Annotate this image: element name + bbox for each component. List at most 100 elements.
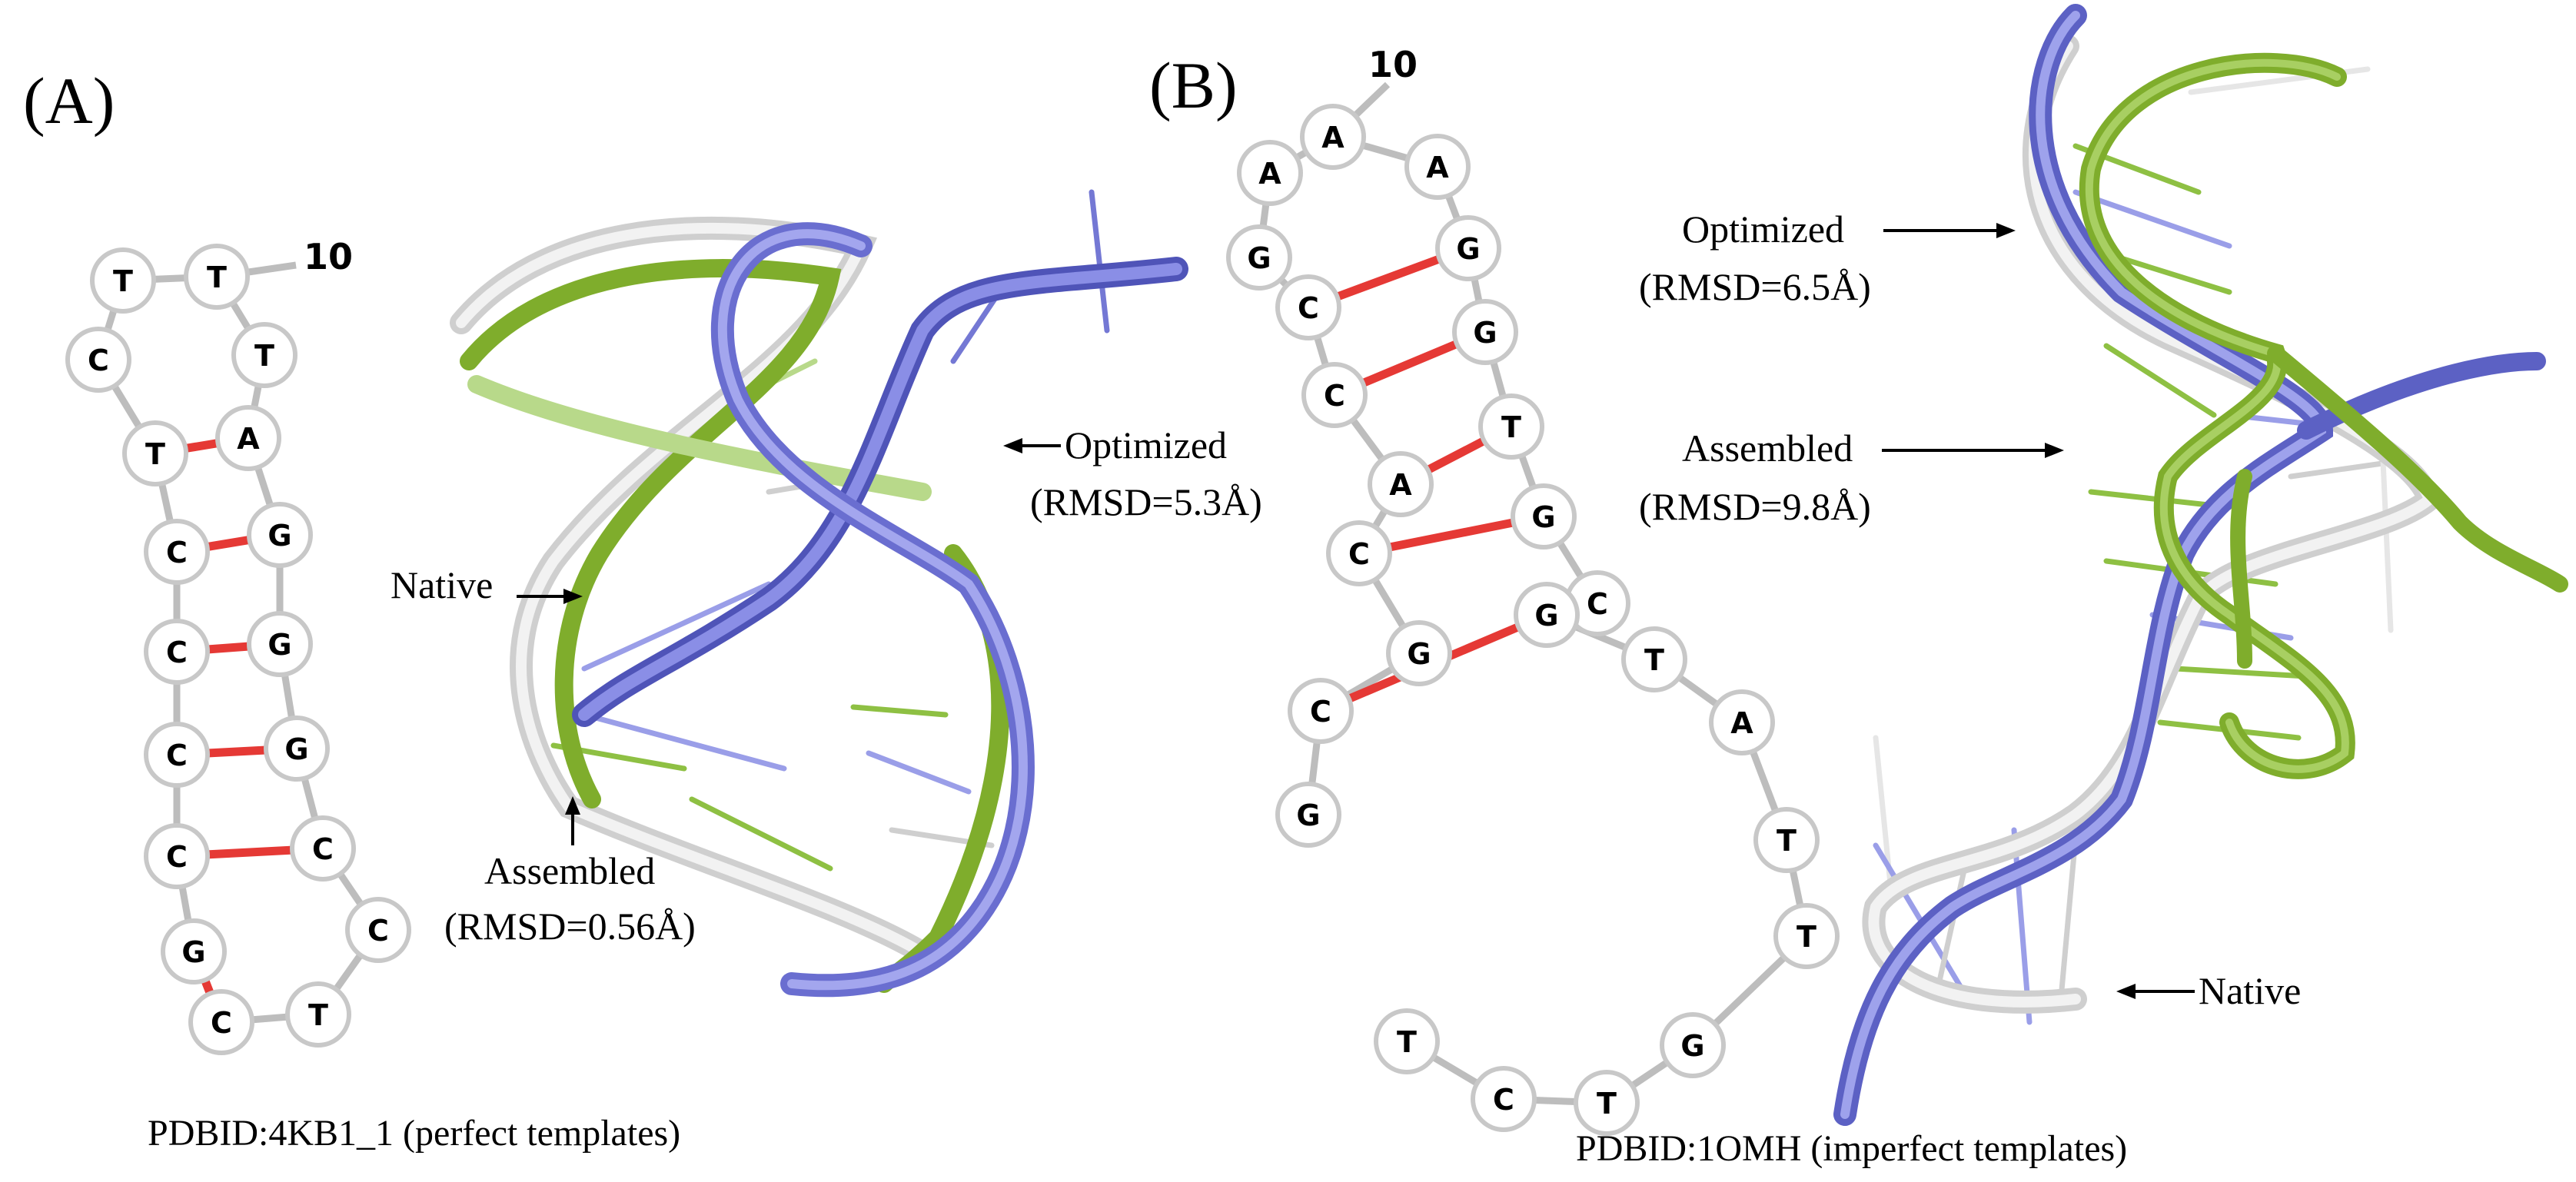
panel-a-base-pair — [207, 845, 293, 859]
panel-b-caption: PDBID:1OMH (imperfect templates) — [1576, 1128, 2127, 1169]
panel-b-backbone-link — [1712, 955, 1787, 1027]
panel-b-backbone-link — [1259, 203, 1270, 227]
panel-b-backbone-link — [1677, 674, 1720, 708]
panel-a-backbone-link — [111, 383, 143, 430]
panel-a-base-pair — [207, 745, 267, 758]
panel-b-nucleotide-node — [1709, 689, 1775, 755]
panel-b-number-tick — [1352, 81, 1391, 118]
panel-a-nucleotide-letter: T — [113, 264, 133, 298]
panel-a-nucleotide-node — [345, 897, 411, 963]
panel-a-sequence-number: 10 — [304, 236, 353, 277]
panel-a-nucleotide-node — [161, 918, 227, 984]
panel-b-backbone-link — [1371, 577, 1407, 629]
panel-a-nucleotide-node — [247, 611, 313, 677]
panel-b: (B) — [1149, 4, 2568, 1169]
panel-a-nucleotide-node — [231, 322, 297, 388]
panel-a-backbone-link — [281, 673, 296, 719]
panel-a-nucleotide-node — [188, 989, 254, 1055]
panel-a-nucleotide-letter: C — [211, 1006, 232, 1040]
panel-a-backbone-link — [153, 274, 187, 283]
panel-b-backbone-link — [1431, 1054, 1479, 1087]
panel-b-nucleotide-letter: G — [1296, 799, 1320, 832]
panel-a-backbone-link — [158, 483, 174, 523]
panel-b-native-label: Native — [2199, 969, 2301, 1012]
panel-b-3d-structure — [1833, 4, 2568, 1126]
panel-b-assembled-label: Assembled — [1682, 427, 1853, 470]
panel-a-native-label: Native — [391, 563, 493, 606]
panel-b-nucleotide-letter: A — [1321, 121, 1345, 154]
panel-a-assembled-label: Assembled — [484, 849, 655, 892]
panel-a-nucleotide-letter: G — [284, 732, 308, 766]
panel-a-optimized-rmsd: (RMSD=5.3Å) — [1030, 480, 1262, 523]
panel-b-backbone-link — [1308, 741, 1321, 785]
panel-a-nucleotide-node — [290, 815, 356, 882]
panel-b-nucleotide-letter: A — [1389, 468, 1412, 502]
panel-b-nucleotide-letter: G — [1473, 316, 1497, 350]
panel-b-base-pair — [1361, 340, 1459, 387]
panel-b-backbone-link — [1490, 360, 1507, 398]
panel-a-label: (A) — [23, 64, 115, 138]
panel-b-backbone-link — [1518, 454, 1537, 489]
panel-a-base-pair — [207, 642, 250, 654]
panel-a-nucleotide-letter: C — [166, 536, 188, 569]
panel-b-backbone-link — [1361, 141, 1409, 162]
panel-a-nucleotide-node — [65, 327, 131, 393]
panel-a-backbone-link — [301, 777, 319, 820]
panel-b-nucleotide-letter: T — [1777, 824, 1797, 858]
panel-b-backbone-link — [1789, 869, 1804, 907]
panel-b-nucleotide-node — [1435, 215, 1501, 281]
panel-b-nucleotide-node — [1471, 1066, 1537, 1132]
panel-b-nucleotide-letter: A — [1730, 706, 1753, 740]
panel-a-nucleotide-node — [184, 244, 250, 310]
panel-a-backbone-link — [178, 885, 192, 922]
panel-a-nucleotide-letter: T — [207, 261, 227, 294]
panel-b-nucleotide-letter: A — [1426, 151, 1449, 184]
panel-a-backbone-link — [333, 953, 364, 991]
panel-a-nucleotide-letter: G — [268, 519, 291, 553]
panel-a-nucleotide-node — [215, 405, 281, 471]
panel-b-backbone-link — [1444, 194, 1461, 221]
panel-a-nucleotide-letter: C — [312, 832, 334, 866]
panel-a-nucleotide-node — [122, 420, 188, 486]
panel-a-nucleotide-node — [285, 981, 351, 1048]
panel-a-nucleotide-node — [144, 823, 210, 889]
panel-b-nucleotide-node — [1753, 807, 1820, 873]
panel-b-nucleotide-node — [1660, 1012, 1726, 1078]
panel-a-annotations: Optimized (RMSD=5.3Å) Native Assembled (… — [391, 423, 1262, 948]
panel-a-backbone-link — [337, 872, 364, 907]
panel-b-nucleotide-letter: C — [1298, 291, 1319, 325]
panel-b-nucleotide-node — [1374, 1008, 1440, 1074]
panel-a-base-pair — [201, 978, 214, 995]
panel-b-nucleotide-letter: G — [1407, 637, 1431, 671]
panel-b-annotations: Optimized (RMSD=6.5Å) Assembled (RMSD=9.… — [1639, 208, 2301, 1012]
panel-a-nucleotide-letter: C — [166, 739, 188, 772]
panel-b-nucleotide-letter: T — [1501, 410, 1521, 444]
panel-b-nucleotide-letter: C — [1348, 537, 1370, 571]
panel-b-nucleotide-letter: G — [1247, 241, 1271, 275]
panel-b-nucleotide-node — [1300, 104, 1366, 170]
panel-a: (A) — [23, 64, 1262, 1154]
panel-b-nucleotide-letter: C — [1587, 587, 1608, 621]
panel-a-nucleotide-letter: A — [237, 422, 260, 456]
panel-a-nucleotide-letter: C — [166, 840, 188, 874]
panel-b-nucleotide-letter: C — [1324, 379, 1345, 413]
panel-a-nucleotide-node — [247, 502, 313, 568]
panel-b-assembled-rmsd: (RMSD=9.8Å) — [1639, 485, 1871, 528]
panel-a-3d-structure — [450, 189, 1188, 998]
panel-b-nucleotide-letter: G — [1456, 232, 1480, 266]
panel-a-backbone-link — [254, 466, 274, 507]
panel-a-nucleotide-letter: C — [367, 914, 389, 948]
panel-b-sequence-number: 10 — [1368, 44, 1418, 85]
panel-b-nucleotide-letter: G — [1680, 1029, 1704, 1063]
panel-b-nucleotide-letter: C — [1493, 1083, 1514, 1117]
panel-b-nucleotide-node — [1511, 483, 1577, 549]
panel-b-nucleotide-letter: G — [1534, 599, 1558, 633]
panel-b-nucleotide-node — [1326, 520, 1392, 586]
panel-b-backbone-link — [1557, 540, 1584, 579]
panel-b-base-pair — [1425, 437, 1487, 474]
panel-b-nucleotide-letter: T — [1397, 1025, 1417, 1059]
panel-b-backbone-link — [1471, 277, 1483, 303]
